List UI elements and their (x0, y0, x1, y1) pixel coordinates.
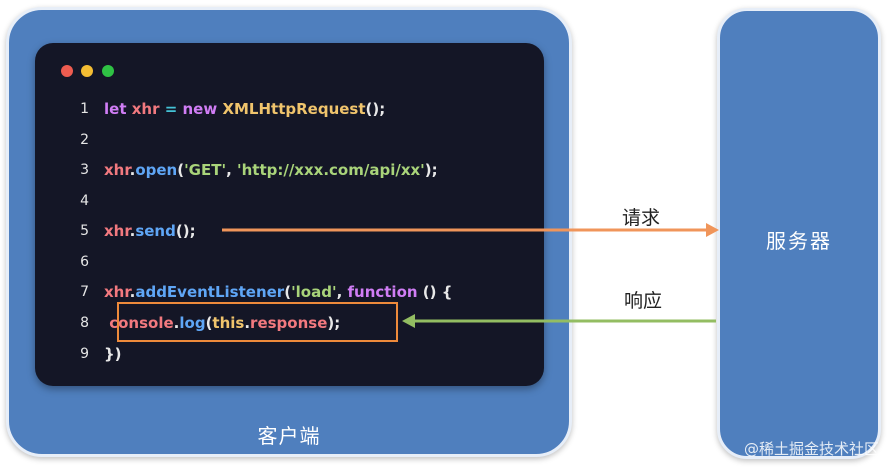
line-number: 5 (80, 223, 89, 239)
code-token: . (244, 314, 251, 332)
line-number: 4 (80, 193, 89, 209)
response-arrow (402, 314, 716, 328)
code-token: . (129, 283, 136, 301)
line-number: 6 (80, 254, 89, 270)
code-token: 'load' (291, 283, 337, 301)
code-token: = (164, 100, 183, 118)
code-token: this (212, 314, 245, 332)
code-token: xhr (104, 222, 130, 240)
code-token: function (347, 283, 423, 301)
client-label: 客户端 (257, 424, 321, 448)
code-token: . (129, 161, 136, 179)
request-label: 请求 (622, 207, 661, 229)
code-token: console (109, 314, 174, 332)
code-text: let xhr = new XMLHttpRequest(); (104, 98, 385, 120)
code-token: open (135, 161, 178, 179)
code-token: . (173, 314, 180, 332)
watermark: @稀土掘金技术社区 (743, 440, 879, 458)
code-token: response (250, 314, 328, 332)
server-panel: 服务器 (717, 8, 881, 459)
maximize-dot-icon (102, 65, 114, 77)
code-token: 'GET' (184, 161, 227, 179)
line-number: 2 (80, 132, 89, 148)
request-arrow (222, 223, 719, 237)
code-token: xhr (104, 283, 130, 301)
code-text: xhr.send(); (104, 220, 196, 242)
line-number: 3 (80, 162, 89, 178)
code-token: ); (327, 314, 341, 332)
code-token: , (226, 161, 237, 179)
close-dot-icon (61, 65, 73, 77)
code-token: send (135, 222, 176, 240)
server-label: 服务器 (766, 229, 832, 253)
code-token: ( (284, 283, 292, 301)
line-number: 1 (80, 101, 89, 117)
code-token: }) (104, 345, 122, 363)
code-token: ( (205, 314, 213, 332)
code-token: ( (177, 161, 185, 179)
response-label: 响应 (624, 290, 663, 312)
code-token: () { (422, 283, 453, 301)
code-token: let (104, 100, 132, 118)
code-text: console.log(this.response); (104, 312, 340, 334)
code-token: XMLHttpRequest (222, 100, 366, 118)
code-token: ); (424, 161, 438, 179)
line-number: 7 (80, 284, 89, 300)
line-number: 8 (80, 315, 89, 331)
minimize-dot-icon (81, 65, 93, 77)
code-text: xhr.addEventListener('load', function ()… (104, 281, 452, 303)
code-token: , (336, 283, 348, 301)
code-token: (); (365, 100, 386, 118)
code-token: new (182, 100, 223, 118)
code-token: addEventListener (135, 283, 285, 301)
code-text: xhr.open('GET', 'http://xxx.com/api/xx')… (104, 159, 438, 181)
code-text: }) (104, 343, 122, 365)
code-token: 'http://xxx.com/api/xx' (237, 161, 425, 179)
code-token: xhr (104, 161, 130, 179)
code-token: log (179, 314, 206, 332)
line-number: 9 (80, 346, 89, 362)
code-token: xhr (131, 100, 165, 118)
code-token: . (129, 222, 136, 240)
code-token: (); (175, 222, 196, 240)
response-highlight-box (117, 302, 398, 342)
